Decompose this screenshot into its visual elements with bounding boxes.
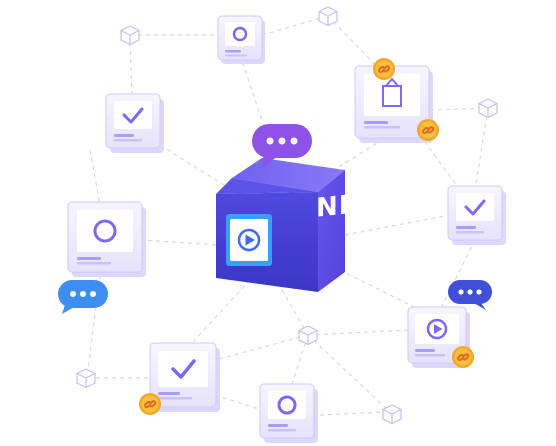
card-circle-top	[217, 15, 265, 64]
cube-icon	[478, 98, 498, 119]
card-circle-bottom	[259, 383, 318, 443]
cube-icon	[76, 368, 96, 389]
card-checkmark-left	[105, 93, 164, 153]
cube-icon	[298, 325, 318, 346]
chain-link-icon	[416, 118, 440, 142]
card-checkmark-right	[447, 185, 506, 245]
checkmark-icon	[122, 107, 144, 124]
cube-icon	[318, 6, 338, 27]
cube-icon	[382, 404, 402, 425]
frame-icon	[382, 85, 402, 107]
chain-link-icon	[138, 392, 162, 416]
cube-screen	[226, 214, 272, 266]
play-icon	[434, 324, 443, 334]
card-checkmark-bottom-left	[149, 342, 220, 412]
checkmark-icon	[464, 199, 486, 216]
play-icon	[245, 234, 255, 246]
chat-bubble-icon	[252, 124, 312, 168]
chat-bubble-icon	[448, 280, 492, 310]
nft-label: NFT	[316, 188, 376, 224]
cube-icon	[120, 25, 140, 46]
circle-icon	[93, 219, 117, 243]
circle-icon	[232, 26, 248, 42]
nft-cube: NFT	[216, 158, 376, 292]
network-lines	[87, 15, 489, 416]
checkmark-icon	[171, 359, 196, 379]
card-circle-left	[67, 201, 146, 277]
chain-link-icon	[372, 57, 396, 81]
chat-bubble-icon	[58, 280, 108, 314]
circle-icon	[277, 395, 297, 415]
card-frame-top-right	[354, 65, 433, 143]
chain-link-icon	[451, 345, 475, 369]
